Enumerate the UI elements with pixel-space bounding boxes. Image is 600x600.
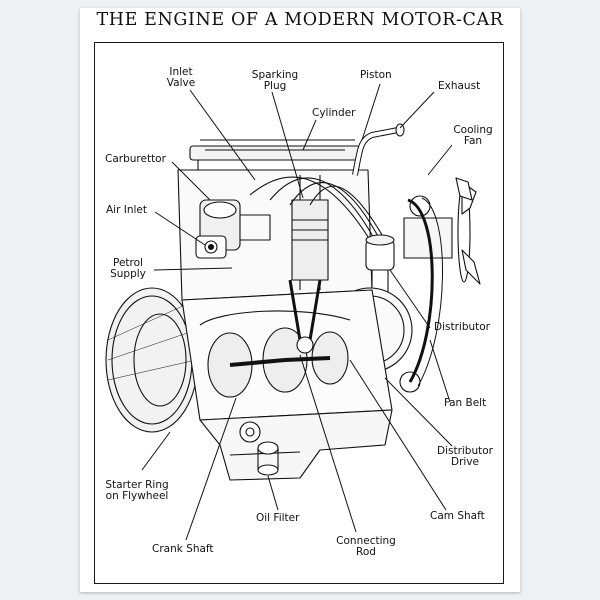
poster-frame	[94, 42, 504, 584]
poster-title: THE ENGINE OF A MODERN MOTOR-CAR	[96, 10, 504, 30]
label-petrol-supply-line2: Supply	[110, 268, 146, 280]
label-connecting-rod: Connecting Rod	[334, 536, 398, 558]
label-connecting-rod-line1: Connecting	[336, 535, 396, 547]
label-connecting-rod-line2: Rod	[356, 546, 376, 558]
label-inlet-valve: Inlet Valve	[160, 67, 202, 89]
fan-belt	[399, 197, 444, 393]
label-inlet-valve-line1: Inlet	[169, 66, 193, 78]
crank-pulley	[239, 421, 261, 443]
leader-lines	[141, 83, 453, 541]
crankcase	[181, 279, 393, 421]
label-air-inlet: Air Inlet	[106, 204, 148, 216]
spark-plug-leads	[249, 176, 386, 241]
label-distributor-drive-line1: Distributor	[436, 445, 493, 457]
label-crank-shaft: Crank Shaft	[152, 543, 214, 555]
label-sparking-plug: Sparking Plug	[246, 70, 304, 92]
label-cam-shaft: Cam Shaft	[430, 510, 485, 522]
label-inlet-valve-line2: Valve	[166, 77, 196, 89]
label-cooling-fan-line2: Fan	[463, 135, 483, 147]
label-cylinder: Cylinder	[312, 107, 356, 119]
label-fan-belt: Fan Belt	[444, 397, 487, 409]
sump	[199, 409, 393, 481]
label-petrol-supply-line1: Petrol	[113, 257, 143, 269]
label-cooling-fan: Cooling Fan	[448, 125, 498, 147]
exhaust-pipe	[352, 123, 405, 176]
label-starter-ring: Starter Ring on Flywheel	[100, 480, 174, 502]
oil-filter	[257, 441, 279, 476]
label-piston: Piston	[360, 69, 392, 81]
label-exhaust: Exhaust	[438, 80, 481, 92]
distributor	[365, 234, 395, 300]
cooling-fan	[403, 177, 481, 285]
label-distributor: Distributor	[434, 321, 491, 333]
label-petrol-supply: Petrol Supply	[104, 258, 152, 280]
carburettor	[195, 199, 271, 259]
label-oil-filter: Oil Filter	[256, 512, 300, 524]
label-distributor-drive: Distributor Drive	[434, 446, 496, 468]
label-starter-ring-line1: Starter Ring	[105, 479, 169, 491]
label-sparking-plug-line1: Sparking	[251, 69, 299, 81]
label-sparking-plug-line2: Plug	[263, 80, 287, 92]
rocker-cover	[189, 139, 361, 171]
label-distributor-drive-line2: Drive	[451, 456, 479, 468]
label-cooling-fan-line1: Cooling	[453, 124, 493, 136]
label-starter-ring-line2: on Flywheel	[105, 490, 169, 502]
label-carburettor: Carburettor	[105, 153, 166, 165]
